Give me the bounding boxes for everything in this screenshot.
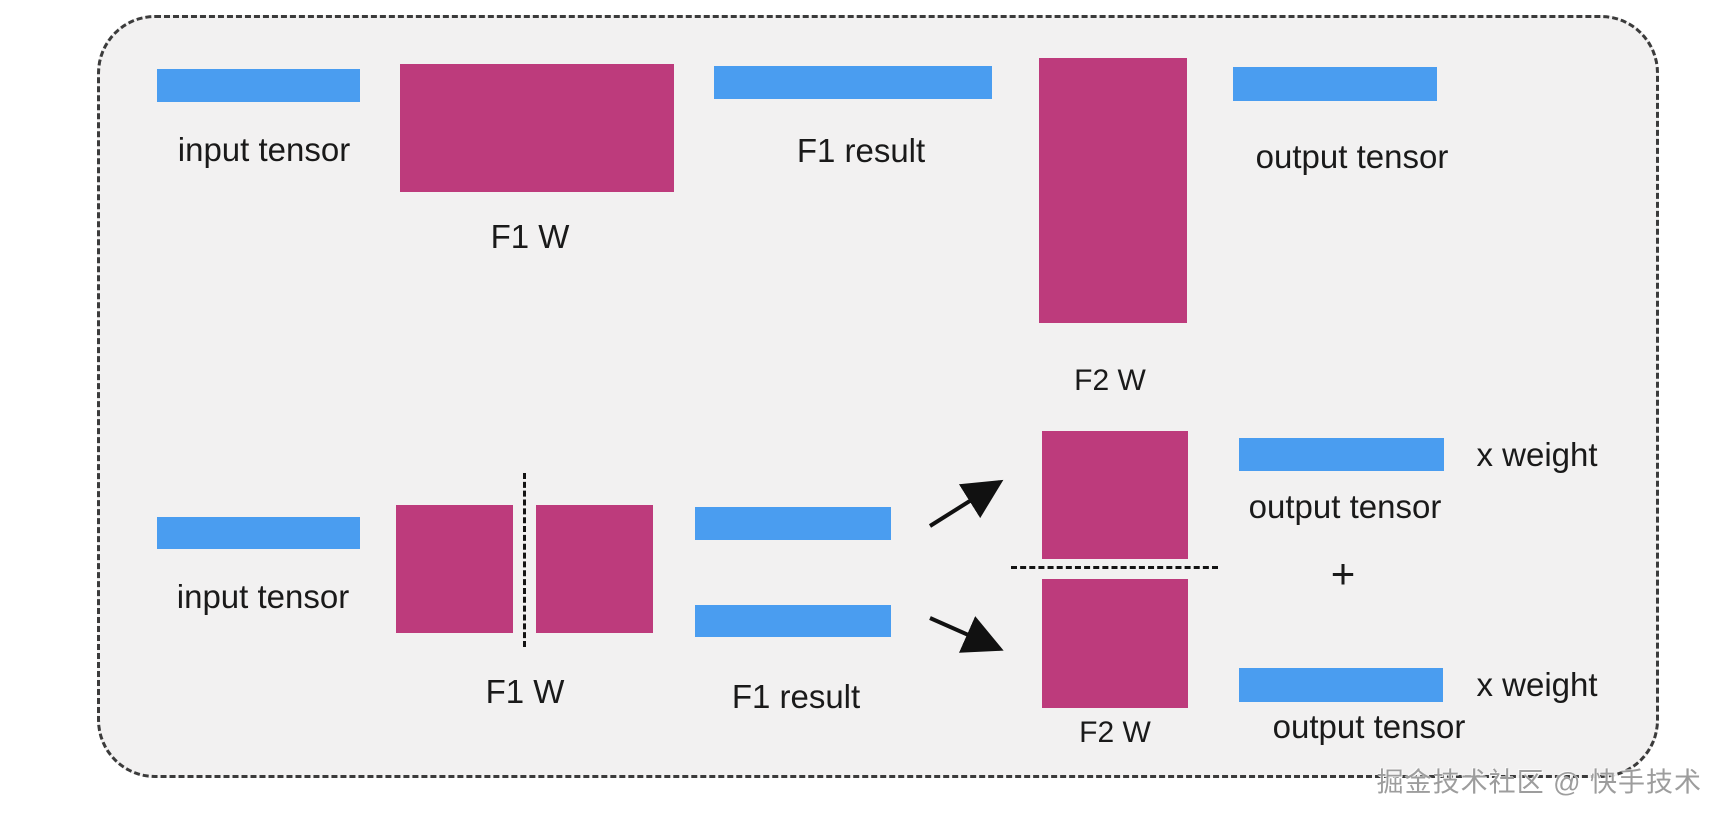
top-input-tensor-label: input tensor [177,131,351,169]
x-weight-lower-label: x weight [1476,666,1598,704]
top-output-tensor-bar [1233,67,1437,101]
top-f1-weight-rect [400,64,674,192]
bottom-f2-weight-lower-rect [1042,579,1188,708]
bottom-f2-weight-label: F2 W [1079,715,1151,749]
plus-sign: + [1330,549,1356,597]
partial-output-lower-bar [1239,668,1443,702]
top-input-tensor-bar [157,69,360,102]
f1-weight-column-split-line [523,473,526,647]
bottom-f1-result-upper-bar [695,507,891,540]
bottom-f1-weight-label: F1 W [485,673,565,711]
bottom-f1-result-label: F1 result [731,678,861,716]
top-output-tensor-label: output tensor [1255,138,1449,176]
f2-weight-row-split-line [1011,566,1218,569]
diagram-panel [97,15,1659,778]
bottom-input-tensor-label: input tensor [176,578,350,616]
x-weight-upper-label: x weight [1476,436,1598,474]
output-tensor-upper-label: output tensor [1248,488,1442,526]
partial-output-upper-bar [1239,438,1444,471]
bottom-f2-weight-upper-rect [1042,431,1188,559]
top-f1-result-bar [714,66,992,99]
top-f1-result-label: F1 result [796,132,926,170]
watermark-text: 掘金技术社区 @ 快手技术 [1376,767,1702,798]
bottom-f1-weight-left-rect [396,505,513,633]
top-f1-weight-label: F1 W [490,218,570,256]
top-f2-weight-rect [1039,58,1187,323]
top-f2-weight-label: F2 W [1074,363,1146,397]
bottom-f1-weight-right-rect [536,505,653,633]
bottom-f1-result-lower-bar [695,605,891,637]
output-tensor-lower-label: output tensor [1272,708,1466,746]
bottom-input-tensor-bar [157,517,360,549]
